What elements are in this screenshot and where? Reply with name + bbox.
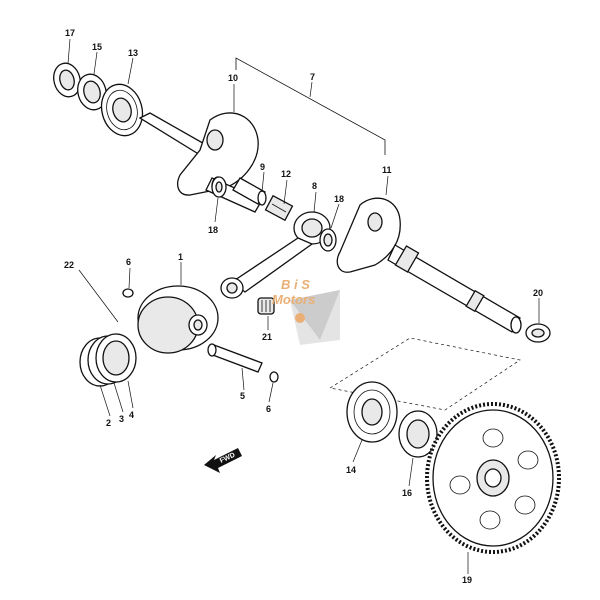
piston-rings-part-22 <box>79 333 137 387</box>
callout-16: 16 <box>402 488 412 498</box>
needle-bearing-part-12 <box>264 194 294 222</box>
callout-13: 13 <box>128 48 138 58</box>
callout-10: 10 <box>228 73 238 83</box>
callout-14: 14 <box>346 465 356 475</box>
small-end-bearing-part-21 <box>257 297 275 315</box>
crankshaft-left-part-10 <box>138 112 263 213</box>
group-box-dashed <box>329 337 521 411</box>
oil-seal-part-15 <box>77 73 107 111</box>
callout-17: 17 <box>65 28 75 38</box>
callout-6-bottom: 6 <box>266 404 271 414</box>
leader-lines <box>67 38 540 574</box>
callout-2: 2 <box>106 418 111 428</box>
callouts: 17 15 13 10 7 9 12 8 11 18 18 22 6 1 20 … <box>64 28 543 585</box>
crankshaft-right-part-11 <box>336 197 522 334</box>
crank-pin-part-9 <box>232 177 267 206</box>
callout-1: 1 <box>178 252 183 262</box>
watermark-line2: Motors <box>272 292 315 307</box>
piston-part-1 <box>137 285 219 354</box>
piston-clip-part-6-bottom <box>269 371 279 383</box>
connecting-rod-part-8 <box>220 211 331 299</box>
starter-gear-part-19 <box>425 402 561 554</box>
washer-part-18-right <box>319 228 337 252</box>
fwd-arrow-icon: FWD <box>204 448 242 473</box>
callout-5: 5 <box>240 391 245 401</box>
bracket-7 <box>235 57 386 155</box>
callout-20: 20 <box>533 288 543 298</box>
callout-9: 9 <box>260 162 265 172</box>
callout-6-top: 6 <box>126 257 131 267</box>
callout-4: 4 <box>129 410 134 420</box>
watermark-line1: B i S <box>281 277 310 292</box>
oil-seal-part-17 <box>53 62 81 98</box>
callout-18-left: 18 <box>208 225 218 235</box>
bearing-part-13 <box>100 83 144 137</box>
callout-11: 11 <box>382 165 392 175</box>
leader-7 <box>309 81 313 98</box>
bearing-part-14 <box>346 381 398 443</box>
piston-clip-part-6-top <box>122 288 134 298</box>
callout-8: 8 <box>312 181 317 191</box>
washer-part-18-left <box>211 176 227 198</box>
callout-12: 12 <box>281 169 291 179</box>
callout-19: 19 <box>462 575 472 585</box>
collar-part-20 <box>525 323 551 343</box>
callout-3: 3 <box>119 414 124 424</box>
callout-15: 15 <box>92 42 102 52</box>
callout-21: 21 <box>262 332 272 342</box>
watermark-logo: B i S Motors <box>272 277 340 345</box>
piston-pin-part-5 <box>207 343 263 373</box>
callout-7: 7 <box>310 72 315 82</box>
oil-seal-part-16 <box>398 410 438 458</box>
callout-18-right: 18 <box>334 194 344 204</box>
callout-22: 22 <box>64 260 74 270</box>
